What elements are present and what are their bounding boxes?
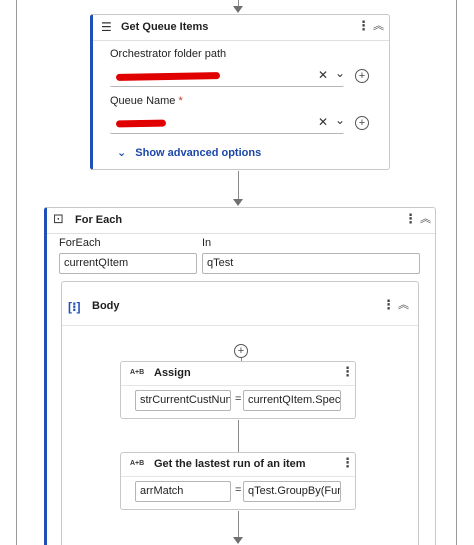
body-collapse-icon[interactable]: ︽ [398,299,409,311]
get-queue-items-collapse-icon[interactable]: ︽ [373,20,384,32]
get-last-run-activity[interactable]: A+B Get the lastest run of an item ⋮ arr… [120,452,356,510]
body-header[interactable]: [⁝] Body ⋮ ︽ [68,298,418,324]
for-each-title: For Each [75,214,123,226]
body-header-divider [62,325,418,326]
foreach-item-label: ForEach [59,237,101,249]
assign-equals-sign: = [235,393,242,405]
get-last-run-icon: A+B [130,460,145,467]
assign-value-field[interactable]: currentQItem.Spec [243,390,341,411]
assign-header[interactable]: A+B Assign ⋮ [121,362,355,386]
get-queue-items-activity[interactable]: ☰ Get Queue Items ⋮ ︽ Orchestrator folde… [90,14,390,170]
body-menu-icon[interactable]: ⋮ [382,297,395,312]
get-last-run-header[interactable]: A+B Get the lastest run of an item ⋮ [121,453,355,477]
queue-name-label: Queue Name * [110,95,183,107]
canvas-left-edge [16,0,17,545]
queue-name-required-mark: * [178,95,183,107]
queue-add-icon[interactable]: + [355,116,369,130]
connector-foreach-arrow [233,199,243,206]
folder-path-field[interactable]: ✕ ⌄ [110,66,344,87]
body-container[interactable]: [⁝] Body ⋮ ︽ + A+B Assign ⋮ strCurrentCu… [61,281,419,545]
canvas-right-edge [456,0,457,545]
chevron-down-icon: ⌄ [117,147,127,159]
connector-next [238,511,239,541]
for-each-header[interactable]: ⊡ For Each ⋮ ︽ [47,208,435,234]
connector-foreach [238,171,239,201]
for-each-icon: ⊡ [53,211,64,226]
get-last-run-title: Get the lastest run of an item [154,458,306,470]
queue-name-redaction [115,119,167,128]
folder-add-icon[interactable]: + [355,69,369,83]
get-queue-items-title: Get Queue Items [121,21,209,33]
connector-assign [241,358,242,361]
show-advanced-options-label: Show advanced options [135,147,262,159]
assign-to-field[interactable]: strCurrentCustNun [135,390,231,411]
queue-dropdown-icon[interactable]: ⌄ [335,113,344,128]
foreach-item-field[interactable]: currentQItem [59,253,197,274]
get-queue-items-menu-icon[interactable]: ⋮ [357,18,370,33]
get-last-run-value-field[interactable]: qTest.GroupBy(Fur [243,481,341,502]
assign-menu-icon[interactable]: ⋮ [341,364,354,379]
folder-path-label: Orchestrator folder path [110,48,227,60]
body-add-activity-icon[interactable]: + [234,344,248,358]
folder-dropdown-icon[interactable]: ⌄ [335,66,344,81]
connector-get-last-run [238,420,239,454]
queue-name-label-text: Queue Name [110,95,176,107]
foreach-in-label: In [202,237,212,249]
connector-top [238,0,239,8]
connector-next-arrow [233,537,243,544]
assign-icon: A+B [130,369,145,376]
queue-items-icon: ☰ [101,20,112,34]
get-last-run-menu-icon[interactable]: ⋮ [341,455,354,470]
folder-clear-icon[interactable]: ✕ [318,68,329,82]
queue-name-field[interactable]: ✕ ⌄ [110,113,344,134]
connector-top-arrow [233,6,243,13]
for-each-menu-icon[interactable]: ⋮ [404,211,417,226]
for-each-activity[interactable]: ⊡ For Each ⋮ ︽ ForEach currentQItem In q… [44,207,436,545]
show-advanced-options-link[interactable]: ⌄ Show advanced options [117,146,261,159]
assign-activity[interactable]: A+B Assign ⋮ strCurrentCustNun = current… [120,361,356,419]
assign-title: Assign [154,367,191,379]
get-last-run-to-field[interactable]: arrMatch [135,481,231,502]
queue-clear-icon[interactable]: ✕ [318,115,329,129]
get-last-run-equals-sign: = [235,484,242,496]
body-sequence-icon: [⁝] [68,300,81,314]
body-title: Body [92,300,120,312]
get-queue-items-header[interactable]: ☰ Get Queue Items ⋮ ︽ [93,15,389,41]
folder-path-redaction [115,72,221,81]
for-each-collapse-icon[interactable]: ︽ [420,213,431,225]
foreach-in-field[interactable]: qTest [202,253,420,274]
